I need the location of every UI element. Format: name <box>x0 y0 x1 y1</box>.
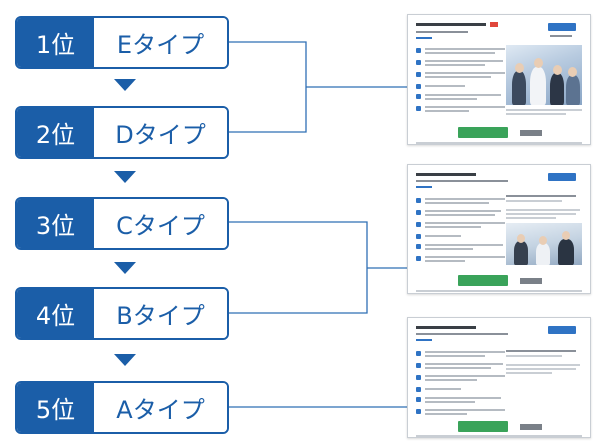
page-thumbnail-2 <box>407 164 591 294</box>
meeting-photo <box>506 223 582 265</box>
list-item <box>416 362 506 372</box>
apply-cta-icon <box>458 127 508 138</box>
list-item <box>416 221 506 231</box>
thumbnail-header <box>416 21 582 41</box>
down-arrow-icon <box>114 262 136 274</box>
page-thumbnail-1 <box>407 14 591 145</box>
rank-label: 1位 <box>17 18 94 67</box>
apply-cta-icon <box>458 275 508 286</box>
type-label: Eタイプ <box>94 18 227 67</box>
page-thumbnail-3 <box>407 317 591 438</box>
new-badge-icon <box>490 22 498 27</box>
apply-cta-icon <box>458 421 508 432</box>
apply-button-icon <box>548 173 576 181</box>
save-link-icon <box>520 130 542 136</box>
list-item <box>416 209 506 219</box>
office-photo <box>506 45 582 105</box>
rank-row-1: 1位 Eタイプ <box>15 16 229 69</box>
type-label: Dタイプ <box>94 108 227 157</box>
list-item <box>416 243 506 253</box>
connector-bracket-3-4 <box>229 221 368 314</box>
thumbnail-header <box>416 324 582 344</box>
rank-row-4: 4位 Bタイプ <box>15 287 229 340</box>
list-item <box>416 105 506 115</box>
type-label: Aタイプ <box>94 383 227 432</box>
list-item <box>416 197 506 207</box>
type-label: Bタイプ <box>94 289 227 338</box>
list-item <box>416 93 506 103</box>
thumbnail-header <box>416 171 582 191</box>
rank-row-3: 3位 Cタイプ <box>15 197 229 250</box>
apply-button-icon <box>548 23 576 31</box>
down-arrow-icon <box>114 79 136 91</box>
list-item <box>416 233 506 243</box>
list-item <box>416 47 506 57</box>
down-arrow-icon <box>114 354 136 366</box>
rank-label: 5位 <box>17 383 94 432</box>
list-item <box>416 255 506 265</box>
rank-row-5: 5位 Aタイプ <box>15 381 229 434</box>
rank-row-2: 2位 Dタイプ <box>15 106 229 159</box>
rank-label: 3位 <box>17 199 94 248</box>
list-item <box>416 386 506 396</box>
list-item <box>416 71 506 81</box>
list-item <box>416 374 506 384</box>
list-item <box>416 396 506 406</box>
list-item <box>416 59 506 69</box>
save-link-icon <box>520 278 542 284</box>
rank-label: 2位 <box>17 108 94 157</box>
connector-bracket-1-2 <box>229 41 307 133</box>
rank-label: 4位 <box>17 289 94 338</box>
apply-button-icon <box>548 326 576 334</box>
list-item <box>416 350 506 360</box>
type-label: Cタイプ <box>94 199 227 248</box>
down-arrow-icon <box>114 171 136 183</box>
list-item <box>416 408 506 418</box>
list-item <box>416 83 506 93</box>
save-link-icon <box>520 424 542 430</box>
